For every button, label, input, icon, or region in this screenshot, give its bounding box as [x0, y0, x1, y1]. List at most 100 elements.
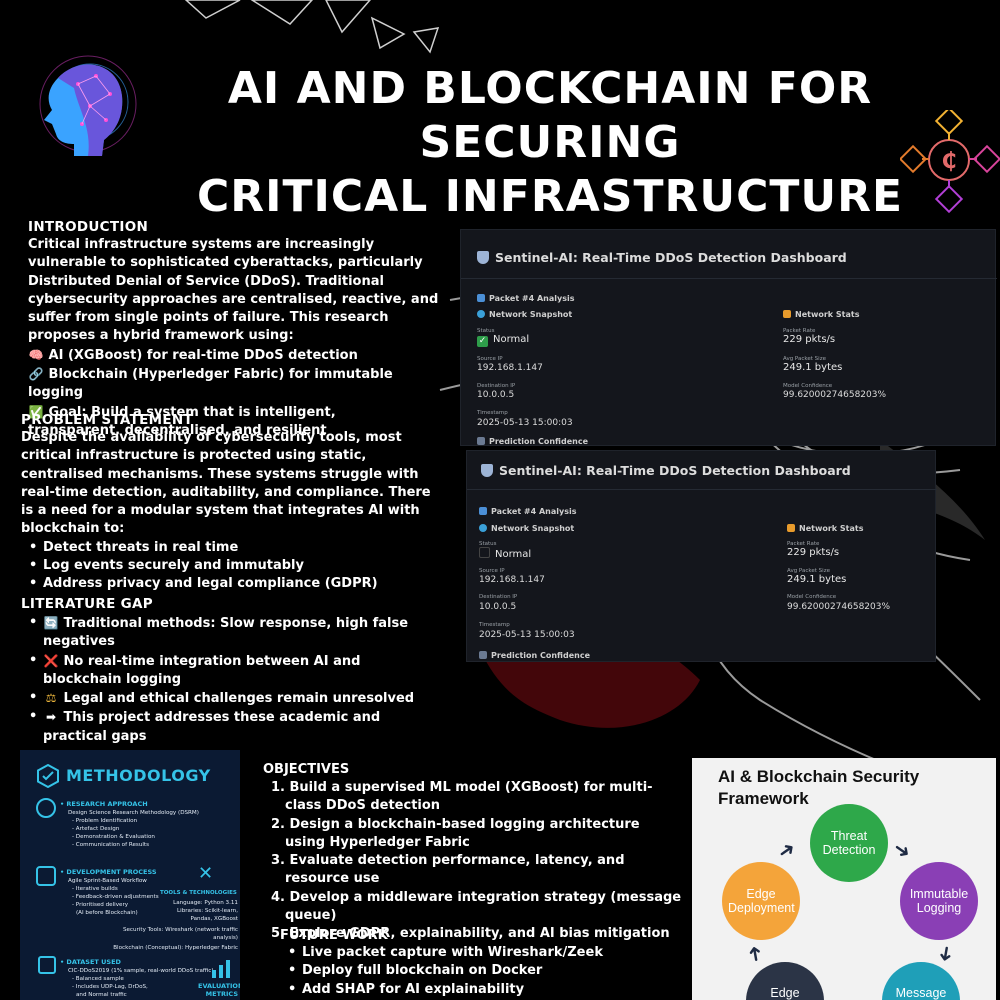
prediction-confidence-label: Prediction Confidence	[479, 651, 590, 660]
blockchain-tool: Blockchain (Conceptual): Hyperledger Fab…	[113, 945, 238, 951]
packet-analysis-label: Packet #4 Analysis	[479, 507, 577, 516]
problem-heading: PROBLEM STATEMENT	[21, 412, 193, 428]
svg-text:₵: ₵	[941, 149, 956, 174]
model-confidence-value: 99.62000274658203%	[783, 390, 887, 400]
packet-rate-label: Packet Rate	[783, 328, 816, 334]
globe-icon	[479, 524, 487, 532]
dataset-list: CIC-DDoS2019 (1% sample, real-world DDoS…	[68, 968, 214, 998]
tools-heading: TOOLS & TECHNOLOGIES	[160, 890, 237, 896]
dataset-heading: • DATASET USED	[60, 958, 121, 966]
poster-title: AI AND BLOCKCHAIN FOR SECURING CRITICAL …	[140, 62, 960, 224]
evaluation-metrics-heading: EVALUATION METRICS	[198, 982, 240, 998]
packet-rate-value: 229 pkts/s	[783, 334, 836, 345]
arrow-right-icon: ➡	[45, 710, 57, 725]
list-item: 1. Build a supervised ML model (XGBoost)…	[271, 780, 653, 814]
introduction-item-goal: ✅ Goal: Build a system that is intellige…	[28, 404, 336, 438]
list-item: 4. Develop a middleware integration stra…	[271, 889, 682, 924]
methodology-card: METHODOLOGY • RESEARCH APPROACH Design S…	[20, 750, 240, 1000]
avg-packet-size-label: Avg Packet Size	[783, 356, 826, 362]
introduction-section: INTRODUCTION Critical infrastructure sys…	[28, 219, 448, 440]
list-item: Log events securely and immutably	[21, 557, 441, 576]
literature-heading: LITERATURE GAP	[21, 596, 153, 612]
divider	[467, 489, 937, 490]
list-item: Live packet capture with Wireshark/Zeek	[280, 944, 680, 963]
arrow-icon: ➜	[741, 943, 768, 965]
tools-list: Language: Python 3.11 Libraries: Scikit-…	[173, 900, 238, 922]
dashboard-panel-2: Sentinel-AI: Real-Time DDoS Detection Da…	[466, 450, 937, 662]
refresh-icon	[479, 507, 487, 515]
research-approach-list: Design Science Research Methodology (DSR…	[68, 810, 199, 848]
check-icon	[479, 547, 490, 558]
check-icon: ✓	[477, 336, 488, 347]
checkmark-icon: ✅	[28, 404, 44, 419]
status-value: Normal	[479, 547, 531, 560]
timestamp-label: Timestamp	[477, 410, 508, 416]
development-process-heading: • DEVELOPMENT PROCESS	[60, 868, 157, 876]
list-item: Address privacy and legal compliance (GD…	[21, 575, 441, 594]
framework-card: AI & Blockchain Security Framework Threa…	[692, 758, 996, 1000]
literature-section: LITERATURE GAP 🔄 Traditional methods: Sl…	[21, 596, 441, 746]
list-item: ❌ No real-time integration between AI an…	[21, 652, 441, 690]
packet-rate-value: 229 pkts/s	[787, 547, 840, 558]
objectives-heading: OBJECTIVES	[263, 762, 350, 777]
wrench-icon: ✕	[198, 863, 214, 884]
dashboard-title: Sentinel-AI: Real-Time DDoS Detection Da…	[481, 463, 851, 478]
shield-icon	[477, 251, 489, 264]
dashboard-panel-1: Sentinel-AI: Real-Time DDoS Detection Da…	[460, 229, 997, 446]
methodology-heading: METHODOLOGY	[66, 766, 211, 785]
list-item: ➡ This project addresses these academic …	[21, 708, 441, 746]
methodology-hex-icon	[37, 764, 59, 788]
list-item: 2. Design a blockchain-based logging arc…	[271, 816, 640, 850]
packet-analysis-label: Packet #4 Analysis	[477, 294, 575, 303]
model-confidence-value: 99.62000274658203%	[787, 602, 891, 612]
immutable-logging-node: Immutable Logging	[900, 862, 978, 940]
ai-head-icon	[39, 55, 137, 156]
development-process-list: Agile Sprint-Based Workflow - Iterative …	[68, 878, 159, 916]
future-work-section: FUTURE WORK Live packet capture with Wir…	[280, 928, 680, 999]
bar-chart-icon	[479, 651, 487, 659]
globe-icon	[477, 310, 485, 318]
future-work-list: Live packet capture with Wireshark/Zeek …	[280, 944, 680, 999]
introduction-item-blockchain: 🔗 Blockchain (Hyperledger Fabric) for im…	[28, 367, 393, 401]
model-confidence-label: Model Confidence	[783, 383, 833, 389]
list-item: Add SHAP for AI explainability	[280, 981, 680, 1000]
dashboard-title: Sentinel-AI: Real-Time DDoS Detection Da…	[477, 250, 847, 265]
model-confidence-label: Model Confidence	[787, 594, 837, 600]
objectives-section: OBJECTIVES 1. Build a supervised ML mode…	[263, 762, 683, 944]
refresh-icon: 🔄	[43, 616, 59, 630]
problem-paragraph: Despite the availability of cybersecurit…	[21, 430, 431, 537]
list-item: 5. Explore GDPR, explainability, and AI …	[271, 926, 670, 942]
source-ip-label: Source IP	[479, 568, 505, 574]
network-snapshot-label: Network Snapshot	[477, 310, 572, 319]
link-icon: 🔗	[28, 367, 44, 382]
cross-icon: ❌	[43, 653, 59, 668]
destination-ip-value: 10.0.0.5	[479, 602, 517, 612]
list-item: ⚖ Legal and ethical challenges remain un…	[21, 689, 441, 708]
edge-node: Edge	[746, 962, 824, 1000]
bar-chart-icon	[477, 437, 485, 445]
timestamp-value: 2025-05-13 15:00:03	[477, 418, 573, 428]
introduction-paragraph: Critical infrastructure systems are incr…	[28, 237, 439, 344]
brain-icon	[36, 798, 56, 818]
list-item: 🔄 Traditional methods: Slow response, hi…	[21, 614, 441, 652]
brain-icon: 🧠	[28, 347, 44, 362]
research-approach-heading: • RESEARCH APPROACH	[60, 800, 148, 808]
framework-title: AI & Blockchain Security Framework	[718, 767, 920, 808]
avg-packet-size-value: 249.1 bytes	[783, 362, 843, 373]
title-line-2: CRITICAL INFRASTRUCTURE	[196, 171, 904, 222]
destination-ip-label: Destination IP	[479, 594, 518, 600]
literature-bullets: 🔄 Traditional methods: Slow response, hi…	[21, 614, 441, 746]
status-label: Status	[477, 328, 495, 334]
network-stats-label: Network Stats	[787, 524, 863, 533]
introduction-item-ai: 🧠 AI (XGBoost) for real-time DDoS detect…	[28, 347, 358, 363]
timestamp-label: Timestamp	[479, 622, 510, 628]
title-line-1: AI AND BLOCKCHAIN FOR SECURING	[227, 63, 873, 168]
message-node: Message	[882, 962, 960, 1000]
objectives-list: 1. Build a supervised ML model (XGBoost)…	[263, 779, 683, 944]
packet-rate-label: Packet Rate	[787, 541, 820, 547]
list-item: Detect threats in real time	[21, 539, 441, 558]
divider	[461, 278, 997, 279]
source-ip-value: 192.168.1.147	[479, 575, 545, 585]
blockchain-icon: ₵	[900, 110, 1000, 214]
status-label: Status	[479, 541, 497, 547]
